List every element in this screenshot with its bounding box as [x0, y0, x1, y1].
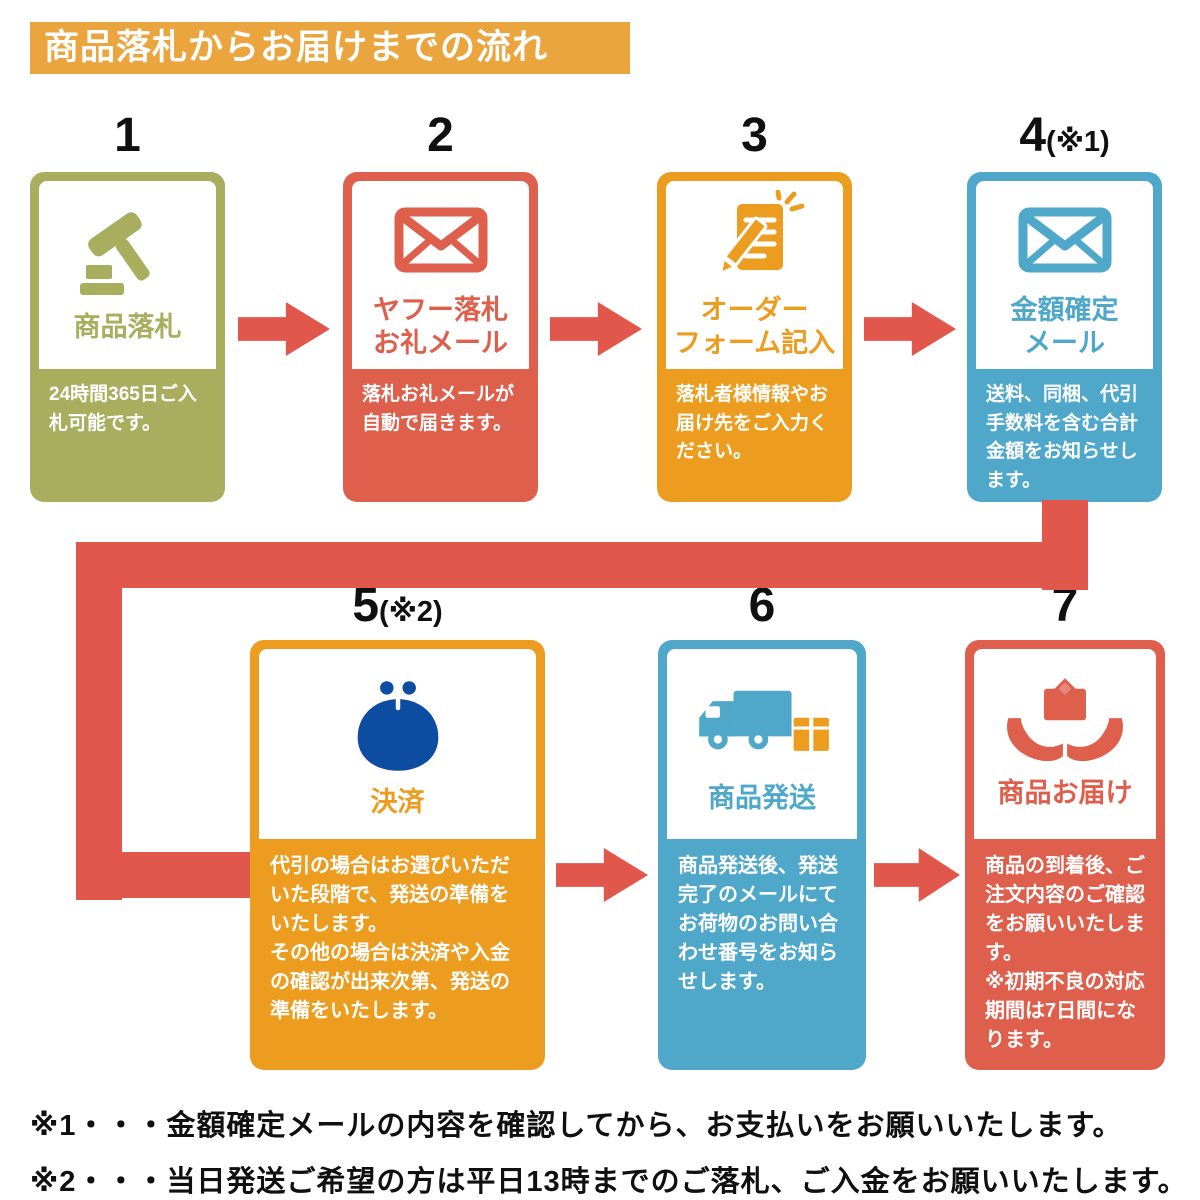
step-3-card: オーダー フォーム記入 落札者様情報やお届け先をご入力ください。 — [657, 172, 852, 502]
step-4-title: 金額確定 メール — [1010, 295, 1119, 358]
purse-icon — [357, 680, 438, 771]
step-7-title: 商品お届け — [997, 778, 1133, 809]
step-5-number: 5(※2) — [352, 579, 443, 632]
step-4-body: 送料、同梱、代引手数料を含む合計金額をお知らせします。 — [986, 384, 1139, 491]
hands-package-icon — [1007, 678, 1123, 762]
step-2-number: 2 — [427, 109, 454, 162]
flow-arrow-5 — [874, 848, 960, 902]
flow-arrow-3 — [864, 302, 956, 356]
truck-box-icon — [699, 690, 829, 751]
step-2-title: ヤフー落札 お礼メール — [373, 295, 508, 358]
step-6-body: 商品発送後、発送完了のメールにてお荷物のお問い合わせ番号をお知らせします。 — [678, 855, 838, 993]
step-5-title: 決済 — [370, 786, 425, 817]
step-7-card: 商品お届け 商品の到着後、ご注文内容のご確認をお願いいたします。 ※初期不良の対… — [965, 640, 1165, 1070]
step-6-title: 商品発送 — [708, 782, 816, 813]
step-3-title: オーダー フォーム記入 — [673, 295, 836, 358]
flow-arrow-4 — [556, 848, 648, 902]
step-6-card: 商品発送 商品発送後、発送完了のメールにてお荷物のお問い合わせ番号をお知らせしま… — [658, 640, 866, 1070]
gavel-icon — [79, 211, 150, 295]
step-5-body: 代引の場合はお選びいただいた段階で、発送の準備をいたします。 その他の場合は決済… — [270, 855, 510, 1022]
step-2-card: ヤフー落札 お礼メール 落札お礼メールが自動で届きます。 — [343, 172, 538, 502]
step-1-body: 24時間365日ご入札可能です。 — [49, 384, 197, 434]
step-3-number: 3 — [741, 109, 768, 162]
footnote-1: ※1・・・金額確定メールの内容を確認してから、お支払いをお願いいたします。 — [30, 1110, 1123, 1142]
step-4-card: 金額確定 メール 送料、同梱、代引手数料を含む合計金額をお知らせします。 — [967, 172, 1162, 502]
flow-connector-into-step5 — [76, 852, 252, 898]
step-1-card: 商品落札 24時間365日ご入札可能です。 — [30, 172, 225, 502]
form-pencil-icon — [717, 190, 804, 277]
page-title: 商品落札からお届けまでの流れ — [30, 22, 630, 74]
step-1-title: 商品落札 — [73, 311, 182, 342]
step-4-number: 4(※1) — [1019, 109, 1110, 162]
flow-connector-across-top — [76, 542, 1088, 588]
mail-icon — [394, 207, 487, 273]
mail-icon — [1018, 207, 1111, 273]
step-7-body: 商品の到着後、ご注文内容のご確認をお願いいたします。 ※初期不良の対応期間は7日… — [985, 855, 1145, 1051]
footnote-2: ※2・・・当日発送ご希望の方は平日13時までのご落札、ご入金をお願いいたします。 — [30, 1166, 1188, 1198]
step-5-card: 決済 代引の場合はお選びいただいた段階で、発送の準備をいたします。 その他の場合… — [250, 640, 545, 1070]
step-6-number: 6 — [748, 579, 776, 632]
flow-arrow-1 — [238, 302, 330, 356]
step-1-number: 1 — [114, 109, 141, 162]
flow-connector-down-left — [76, 542, 122, 900]
step-2-body: 落札お礼メールが自動で届きます。 — [362, 384, 515, 434]
step-3-body: 落札者様情報やお届け先をご入力ください。 — [676, 384, 829, 462]
flow-arrow-2 — [550, 302, 642, 356]
